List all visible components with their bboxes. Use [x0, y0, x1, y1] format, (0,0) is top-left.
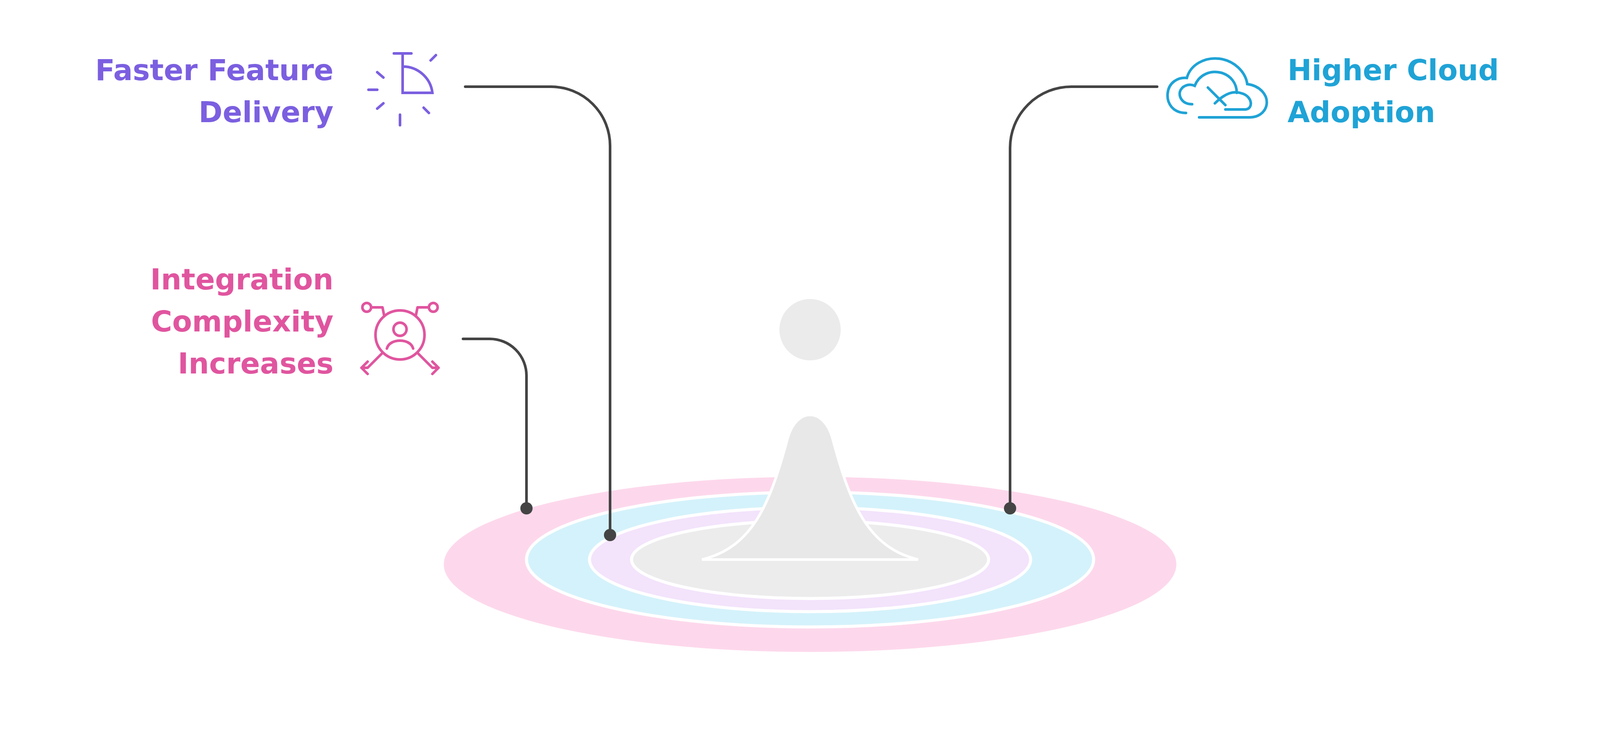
cloud-icon	[1167, 58, 1267, 118]
integration-icon	[361, 302, 439, 374]
leader-dot	[520, 501, 533, 515]
splash-peak	[701, 414, 919, 560]
callout-label: Faster Feature Delivery	[27, 49, 334, 134]
callout-label: Higher Cloud Adoption	[1287, 49, 1568, 134]
stopwatch-icon	[368, 53, 436, 126]
splash-base	[717, 561, 903, 568]
leader-line	[463, 338, 527, 509]
leader-line	[1010, 86, 1158, 509]
drop	[779, 298, 841, 361]
leader-dot	[1003, 501, 1017, 515]
leader-dot	[603, 528, 617, 541]
callout-label: Integration Complexity Increases	[27, 258, 334, 385]
leader-line	[465, 86, 611, 535]
